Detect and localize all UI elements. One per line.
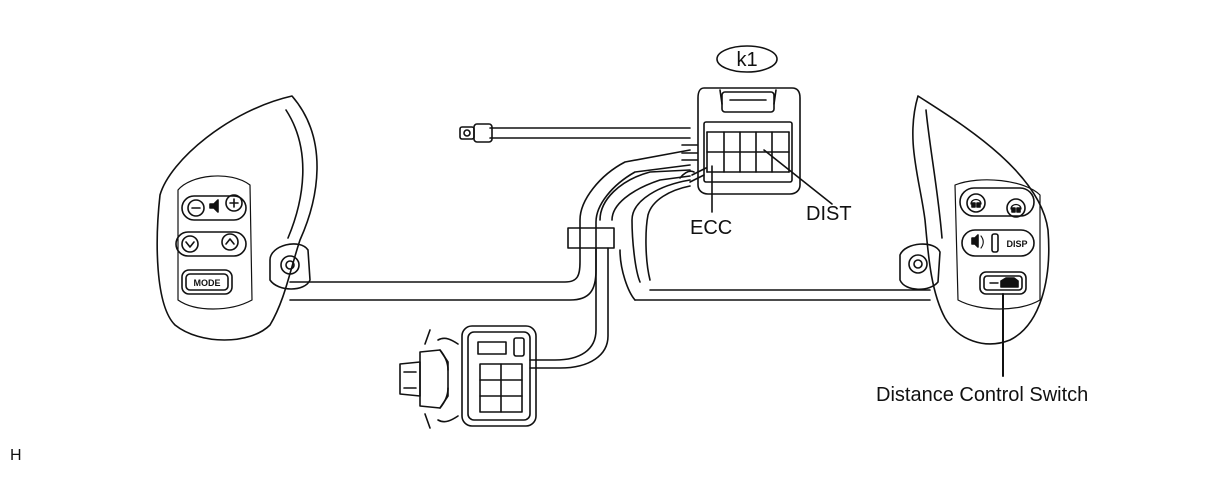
right-steering-switch [912,95,1050,345]
lead-terminal [473,123,493,143]
dist-leader [763,149,833,205]
harness-clamp [567,227,615,249]
voice-disp-button-group [961,229,1035,257]
connector-tag-bubble [716,45,778,73]
k1-connector[interactable] [679,45,833,213]
volume-up-icon [225,194,243,212]
mode-button [181,269,233,295]
seek-up-icon [221,233,239,251]
volume-down-icon [187,199,205,217]
dist-label: DIST [806,203,852,225]
seek-button-group [175,231,247,257]
voice-icon [971,234,979,248]
ecc-label: ECC [690,217,732,239]
corner-mark: H [10,447,22,464]
left-mount-post [269,243,311,290]
pigtail-connector[interactable] [399,325,537,429]
volume-button-group [181,195,247,221]
main-harness [289,149,931,369]
speaker-icon [209,199,219,213]
right-mount-post [899,243,941,291]
headset-on-icon [966,193,986,213]
mode-button-label: MODE [194,278,221,288]
distance-control-switch-label: Distance Control Switch [876,384,1088,406]
upper-lead [459,123,698,161]
seek-down-icon [181,235,199,253]
upper-right-button-group [959,187,1035,217]
headset-off-icon [1006,198,1026,218]
connector-tag-label: k1 [736,49,757,71]
disp-button-label: DISP [1006,239,1027,249]
connector-face [703,121,793,183]
car-distance-icon [1000,277,1019,288]
left-steering-switch [156,95,318,341]
